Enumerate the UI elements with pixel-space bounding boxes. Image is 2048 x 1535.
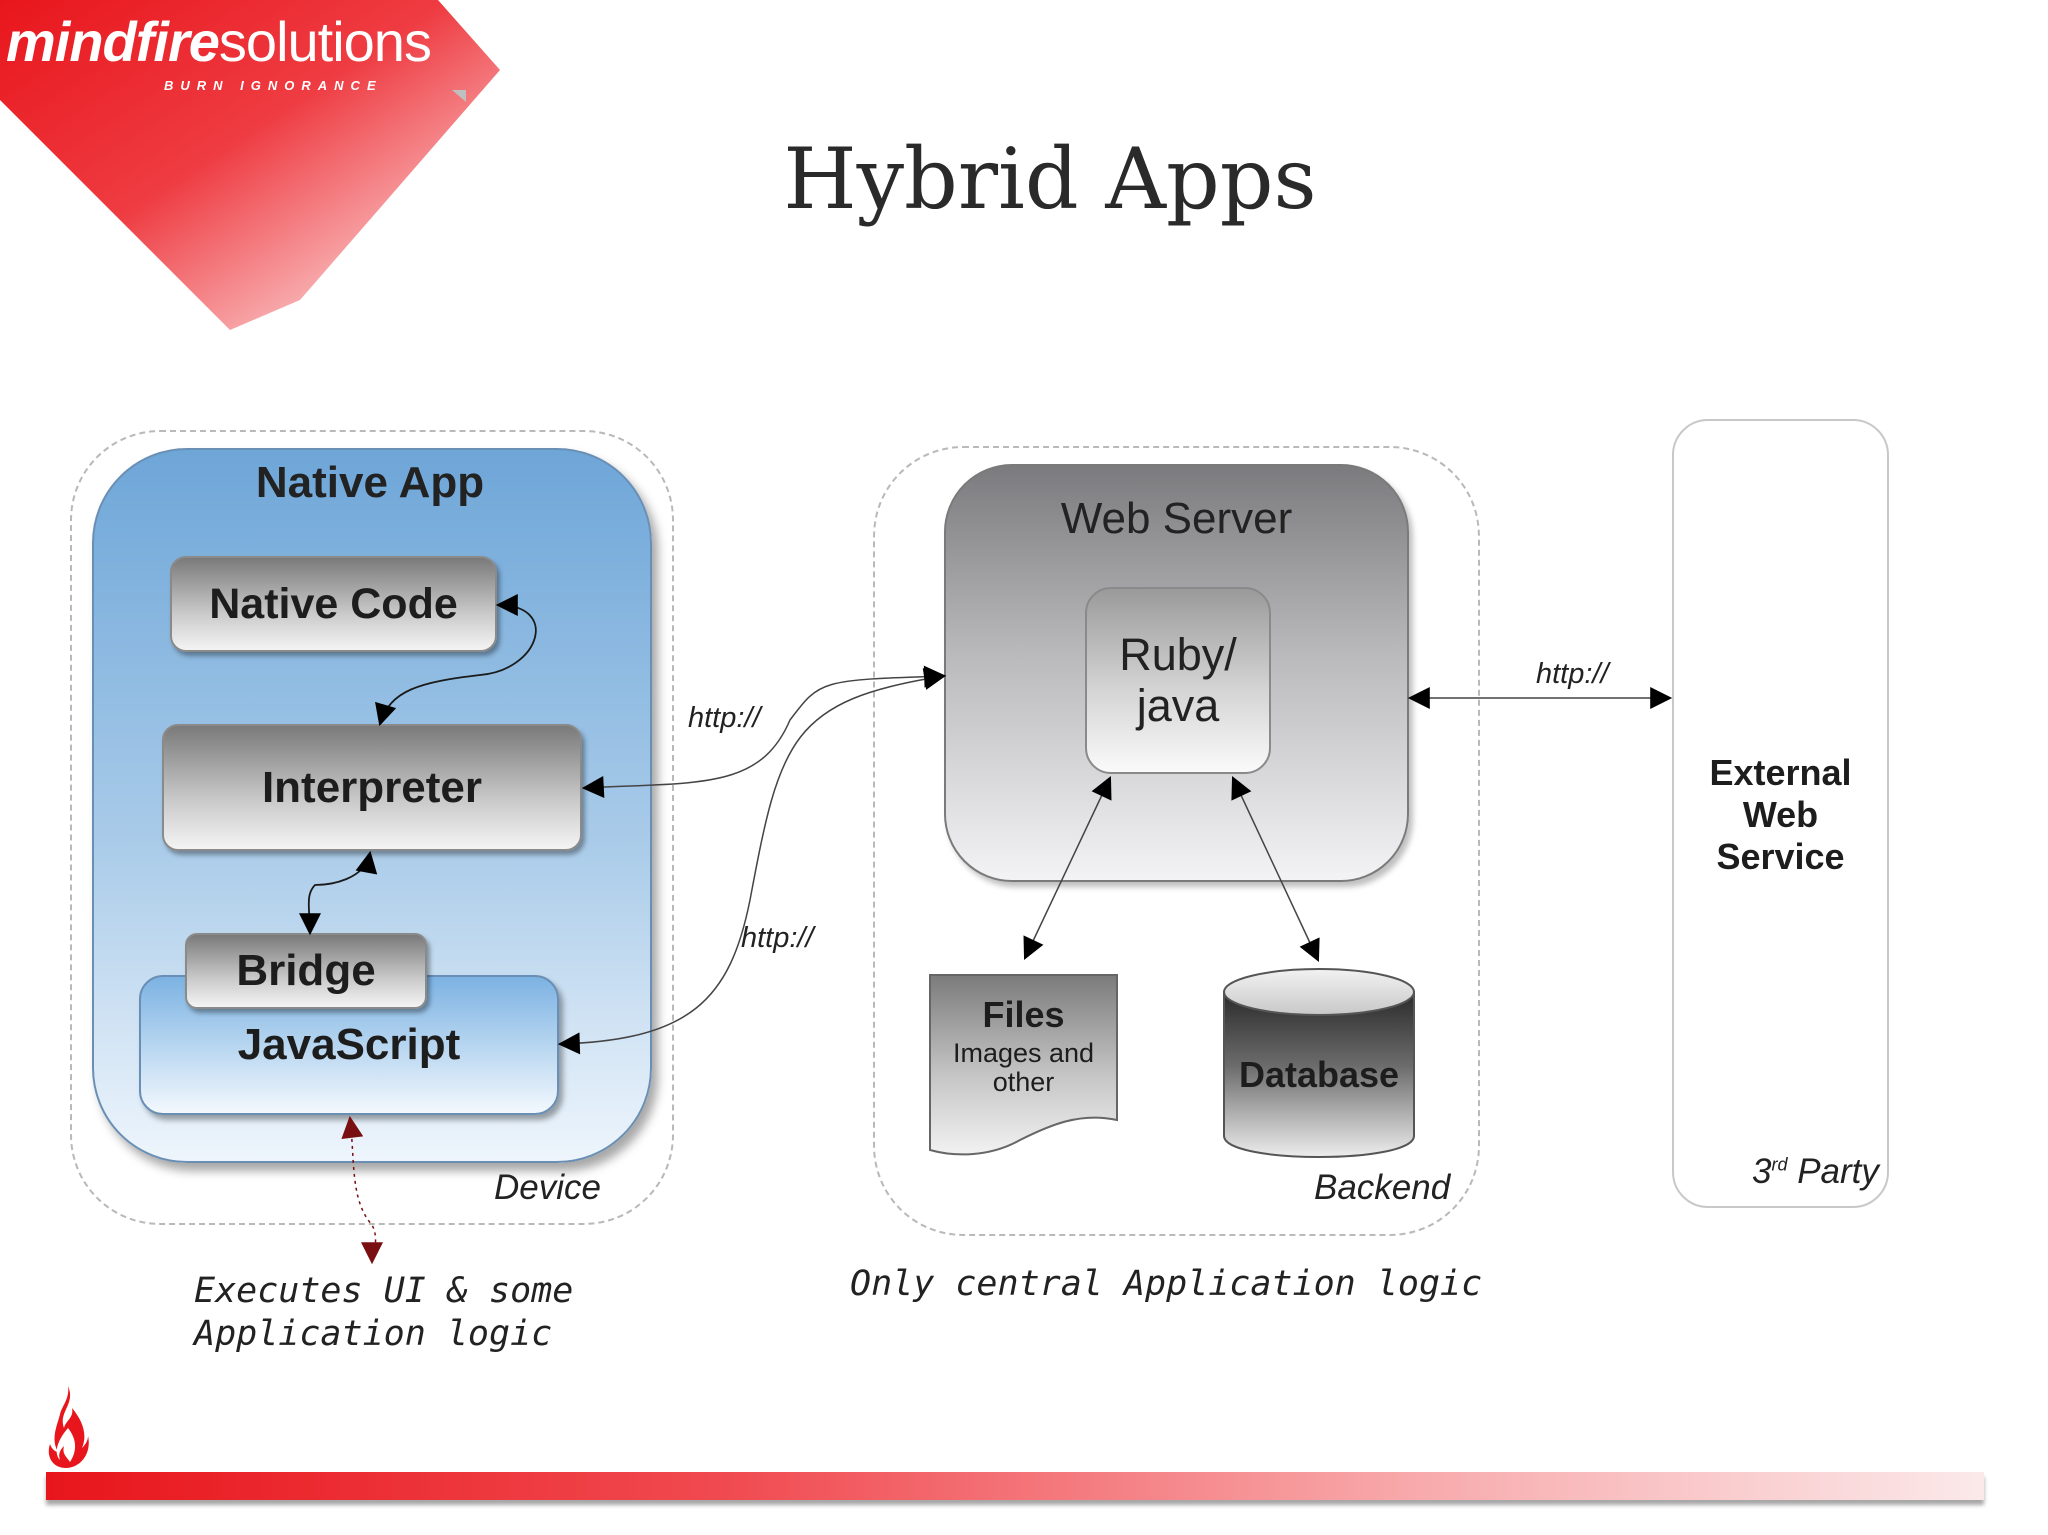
- javascript-webserver-arrow: [557, 668, 947, 1055]
- device-caption-line2: Application logic: [194, 1313, 553, 1354]
- external-service-line2: Web: [1742, 793, 1819, 835]
- backend-zone-label: Backend: [1314, 1168, 1451, 1207]
- footer-bar: [46, 1472, 1984, 1500]
- files-label: Files Images and other: [930, 995, 1117, 1098]
- ruby-java-line2: java: [1136, 679, 1220, 731]
- third-party-zone: [1672, 419, 1889, 1208]
- database-label: Database: [1238, 1054, 1400, 1095]
- files-subtitle-line1: Images and: [952, 1037, 1095, 1068]
- files-title: Files: [982, 994, 1065, 1035]
- interpreter-http-label: http://: [688, 702, 761, 734]
- bridge-box: Bridge: [185, 933, 427, 1009]
- backend-caption: Only central Application logic: [850, 1264, 1483, 1304]
- ruby-files-arrow: [1023, 776, 1112, 960]
- ruby-database-arrow: [1231, 776, 1320, 962]
- external-service-line1: External: [1709, 752, 1852, 793]
- database-cylinder-top: [1223, 968, 1415, 1016]
- device-caption-line1: Executes UI & some: [194, 1271, 574, 1311]
- flame-icon: [48, 1386, 89, 1468]
- brand-logo-bold: mindfire: [6, 10, 220, 73]
- third-party-zone-label: 3rd Party: [1752, 1152, 1879, 1192]
- device-caption: Executes UI & some Application logic: [194, 1270, 573, 1355]
- device-zone-label: Device: [494, 1168, 601, 1207]
- interpreter-bridge-arrow: [298, 850, 378, 936]
- external-web-service-label: External Web Service: [1672, 752, 1889, 877]
- external-http-label: http://: [1536, 658, 1609, 690]
- javascript-http-label: http://: [741, 922, 814, 954]
- database-cylinder-shape: [1223, 991, 1415, 1158]
- javascript-label: JavaScript: [237, 1020, 461, 1069]
- brand-logo: mindfiresolutions: [6, 14, 432, 70]
- ruby-java-line1: Ruby/: [1119, 628, 1237, 680]
- files-subtitle: Images and other: [930, 1037, 1117, 1098]
- external-service-line3: Service: [1716, 835, 1845, 877]
- files-document-shape: [929, 974, 1118, 1156]
- native-code-interpreter-arrow: [375, 594, 537, 727]
- brand-logo-thin: solutions: [218, 10, 432, 73]
- third-party-label-sup: rd: [1771, 1154, 1788, 1175]
- brand-tagline: BURN IGNORANCE: [164, 78, 383, 93]
- brand-corner-shape: [0, 0, 500, 330]
- slide-title: Hybrid Apps: [783, 130, 1317, 228]
- web-server-title: Web Server: [1060, 494, 1293, 543]
- third-party-label-rest: Party: [1787, 1152, 1879, 1191]
- interpreter-box: Interpreter: [162, 724, 582, 851]
- native-app-title: Native App: [255, 458, 485, 507]
- third-party-label-base: 3: [1752, 1152, 1772, 1191]
- ruby-java-box: Ruby/ java: [1085, 587, 1271, 774]
- files-subtitle-line2: other: [992, 1067, 1055, 1098]
- javascript-caption-arrow: [341, 1115, 384, 1265]
- interpreter-webserver-arrow: [581, 665, 947, 798]
